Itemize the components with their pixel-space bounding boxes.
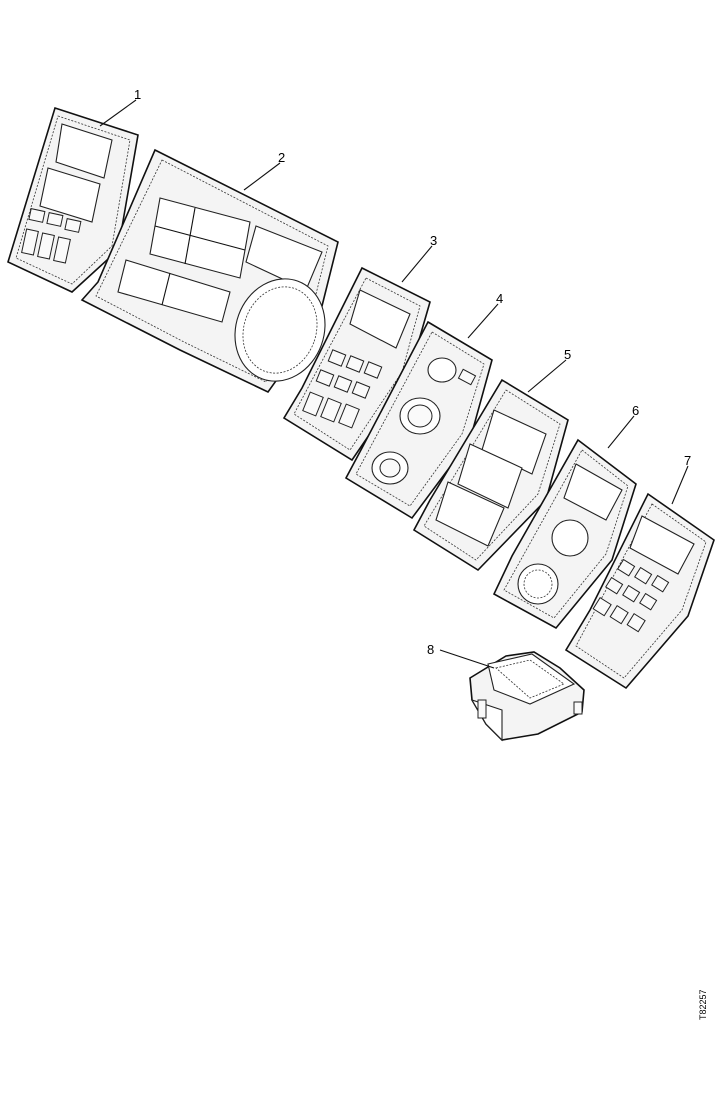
callout-8: 8 xyxy=(427,642,434,657)
callout-1: 1 xyxy=(134,87,141,102)
module-8 xyxy=(469,651,585,742)
panel-2 xyxy=(80,148,339,394)
panel-7 xyxy=(564,492,715,690)
panel-4 xyxy=(344,320,493,520)
callout-4: 4 xyxy=(496,291,503,306)
callout-5: 5 xyxy=(564,347,571,362)
panel-3 xyxy=(282,266,431,462)
callout-2: 2 xyxy=(278,150,285,165)
panel-5 xyxy=(412,378,569,572)
callout-3: 3 xyxy=(430,233,437,248)
callout-6: 6 xyxy=(632,403,639,418)
callout-7: 7 xyxy=(684,453,691,468)
panel-6 xyxy=(492,438,637,630)
panel-1 xyxy=(7,106,139,293)
leader-lines xyxy=(99,99,689,669)
figure-reference: T82257 xyxy=(698,989,708,1020)
